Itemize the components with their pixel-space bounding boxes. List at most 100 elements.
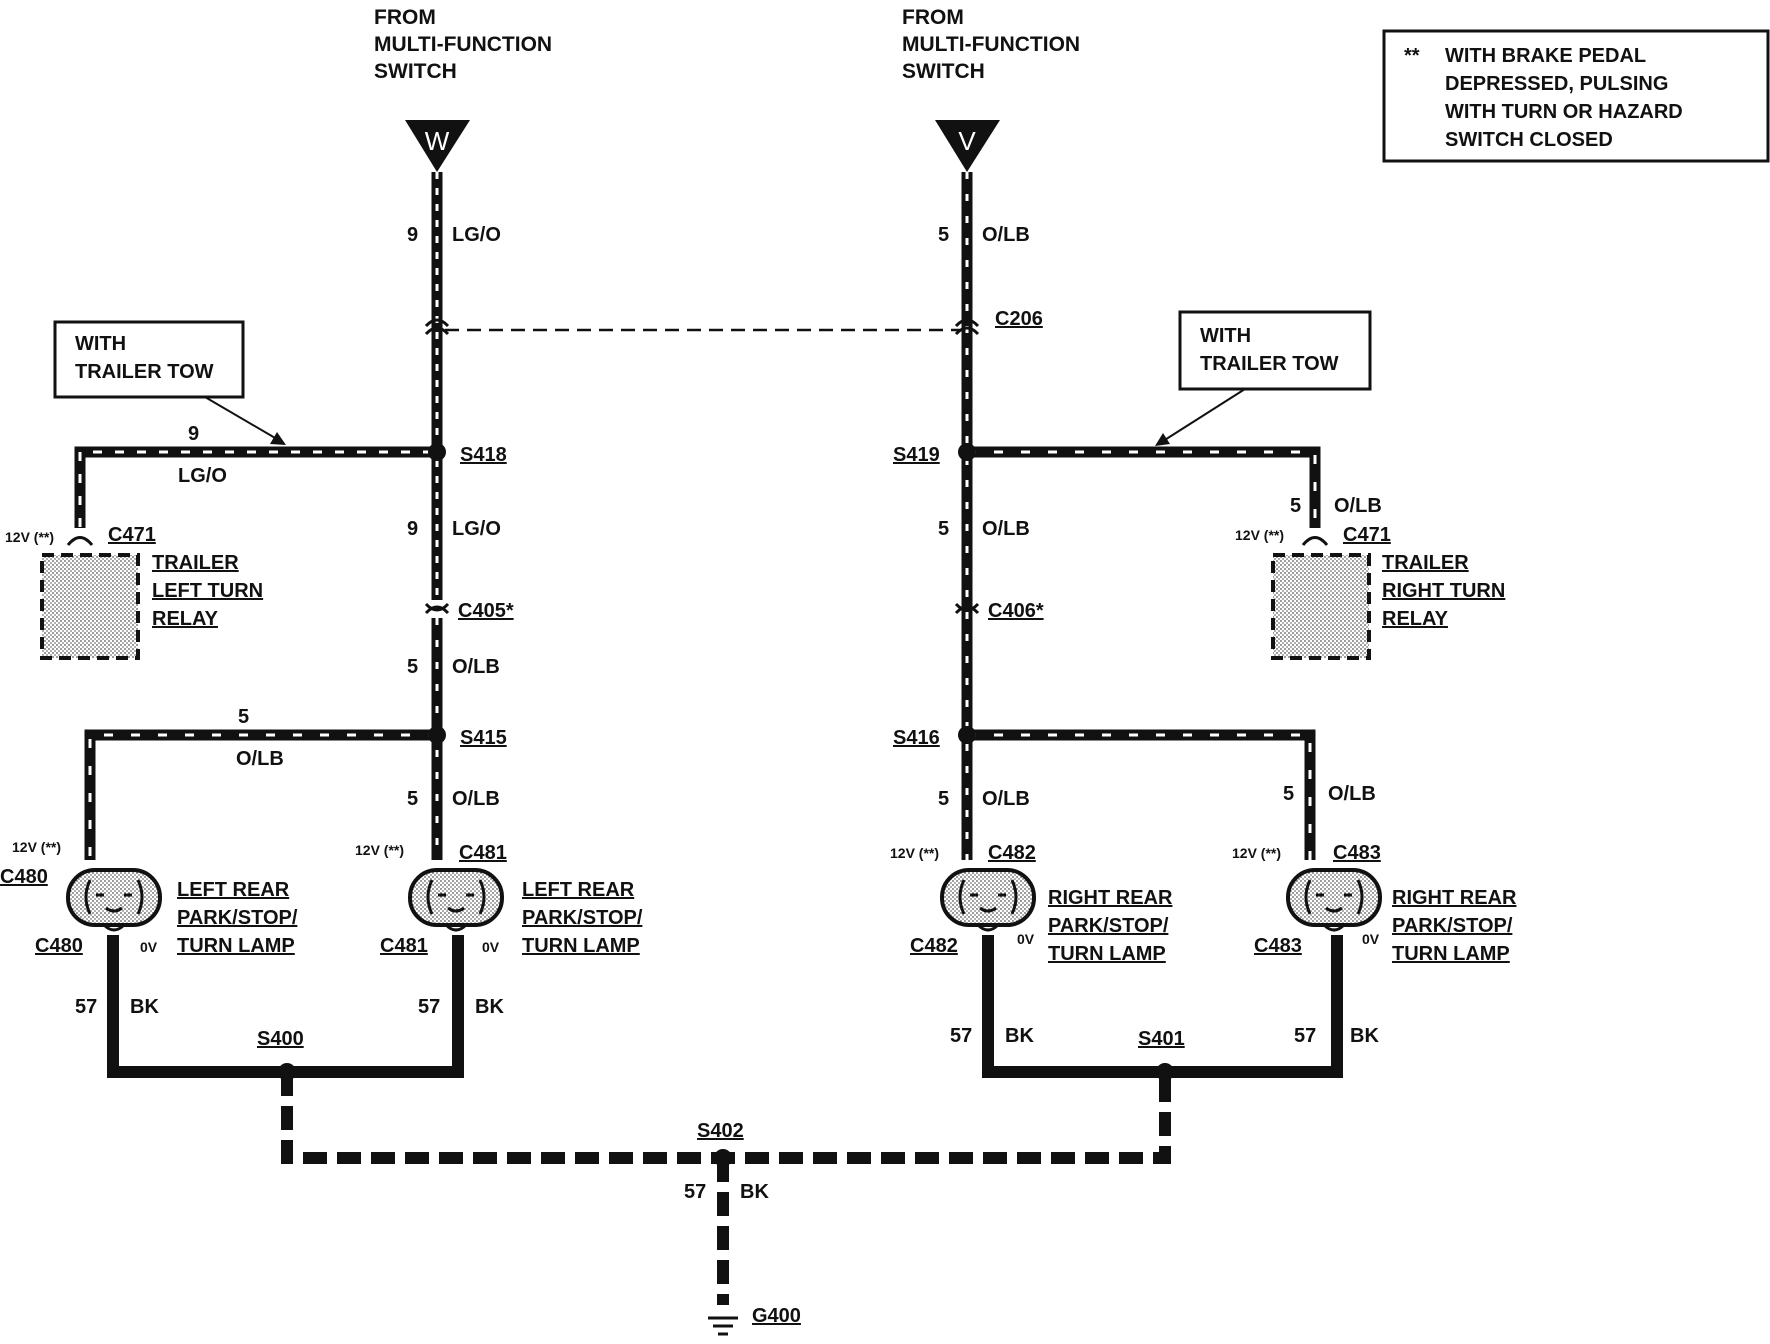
svg-text:RELAY: RELAY [1382, 608, 1449, 630]
svg-text:5: 5 [1283, 783, 1294, 805]
connector-c206-mark [424, 318, 980, 336]
svg-text:C471: C471 [108, 524, 156, 546]
svg-text:TURN LAMP: TURN LAMP [1392, 943, 1510, 965]
splice-dots [278, 443, 1174, 1167]
connector-c406-mark [954, 602, 980, 615]
svg-text:O/LB: O/LB [236, 748, 284, 770]
svg-text:RIGHT REAR: RIGHT REAR [1392, 887, 1517, 909]
svg-text:WITH BRAKE PEDAL: WITH BRAKE PEDAL [1445, 45, 1646, 67]
option-box-left: WITH TRAILER TOW [53, 320, 286, 445]
svg-text:S418: S418 [460, 444, 507, 466]
svg-text:5: 5 [407, 788, 418, 810]
svg-text:S402: S402 [697, 1120, 744, 1142]
svg-text:C481: C481 [380, 935, 428, 957]
svg-text:MULTI-FUNCTION: MULTI-FUNCTION [902, 33, 1080, 56]
svg-text:BK: BK [1005, 1025, 1034, 1047]
svg-text:12V (**): 12V (**) [355, 842, 404, 858]
svg-text:57: 57 [684, 1181, 706, 1203]
ground-label: G400 [752, 1305, 801, 1327]
svg-text:WITH: WITH [75, 333, 126, 355]
svg-text:SWITCH: SWITCH [902, 60, 985, 83]
svg-text:MULTI-FUNCTION: MULTI-FUNCTION [374, 33, 552, 56]
wires [74, 172, 1343, 1305]
svg-text:C481: C481 [459, 842, 507, 864]
svg-text:O/LB: O/LB [982, 788, 1030, 810]
svg-text:C480: C480 [35, 935, 83, 957]
svg-text:57: 57 [950, 1025, 972, 1047]
svg-text:57: 57 [1294, 1025, 1316, 1047]
svg-text:RIGHT REAR: RIGHT REAR [1048, 887, 1173, 909]
svg-text:5: 5 [407, 656, 418, 678]
voltage-labels: 12V (**) 12V (**) 12V (**) 12V (**) 12V … [5, 527, 1380, 955]
svg-text:BK: BK [130, 996, 159, 1018]
svg-text:C405*: C405* [458, 600, 514, 622]
svg-text:9: 9 [188, 423, 199, 445]
svg-text:TURN LAMP: TURN LAMP [177, 935, 295, 957]
svg-text:SWITCH CLOSED: SWITCH CLOSED [1445, 129, 1613, 151]
svg-text:LEFT REAR: LEFT REAR [177, 879, 290, 901]
svg-text:12V (**): 12V (**) [890, 845, 939, 861]
svg-text:O/LB: O/LB [1334, 495, 1382, 517]
svg-text:FROM: FROM [902, 6, 964, 29]
svg-text:BK: BK [1350, 1025, 1379, 1047]
trailer-left-relay: TRAILER LEFT TURN RELAY [40, 552, 263, 660]
svg-text:BK: BK [475, 996, 504, 1018]
svg-text:57: 57 [418, 996, 440, 1018]
svg-text:9: 9 [407, 518, 418, 540]
svg-text:WITH: WITH [1200, 325, 1251, 347]
svg-text:RIGHT TURN: RIGHT TURN [1382, 580, 1505, 602]
splice-s416-dot [958, 726, 976, 744]
svg-text:SWITCH: SWITCH [374, 60, 457, 83]
svg-text:TRAILER: TRAILER [1382, 552, 1469, 574]
splice-s400-dot [278, 1063, 296, 1081]
svg-text:5: 5 [938, 224, 949, 246]
svg-text:57: 57 [75, 996, 97, 1018]
splice-s415-dot [428, 726, 446, 744]
ground-symbol [708, 1316, 738, 1336]
svg-text:5: 5 [938, 518, 949, 540]
splice-s401-dot [1156, 1063, 1174, 1081]
svg-text:C406*: C406* [988, 600, 1044, 622]
splice-labels: S418 S419 S415 S416 S400 S401 S402 [257, 444, 1185, 1142]
svg-text:5: 5 [938, 788, 949, 810]
svg-text:5: 5 [238, 706, 249, 728]
svg-text:C482: C482 [910, 935, 958, 957]
svg-text:LEFT TURN: LEFT TURN [152, 580, 263, 602]
svg-text:LG/O: LG/O [452, 224, 501, 246]
svg-text:V: V [958, 126, 976, 156]
svg-text:TURN LAMP: TURN LAMP [1048, 943, 1166, 965]
svg-text:FROM: FROM [374, 6, 436, 29]
lamp-c482: RIGHT REAR PARK/STOP/ TURN LAMP [940, 868, 1173, 965]
svg-text:RELAY: RELAY [152, 608, 219, 630]
svg-text:C483: C483 [1333, 842, 1381, 864]
lamp-c480: LEFT REAR PARK/STOP/ TURN LAMP [66, 868, 298, 957]
svg-text:LG/O: LG/O [178, 465, 227, 487]
trailer-right-relay: TRAILER RIGHT TURN RELAY [1271, 552, 1505, 660]
splice-s418-dot [428, 443, 446, 461]
svg-text:TRAILER: TRAILER [152, 552, 239, 574]
svg-text:**: ** [1404, 45, 1420, 67]
svg-text:TRAILER TOW: TRAILER TOW [75, 361, 214, 383]
svg-text:O/LB: O/LB [982, 518, 1030, 540]
svg-text:O/LB: O/LB [452, 656, 500, 678]
svg-text:S416: S416 [893, 727, 940, 749]
svg-text:LEFT REAR: LEFT REAR [522, 879, 635, 901]
svg-text:12V (**): 12V (**) [12, 839, 61, 855]
svg-text:LG/O: LG/O [452, 518, 501, 540]
connector-c405-mark [424, 602, 450, 615]
connector-v-triangle: V [935, 120, 1000, 172]
svg-text:O/LB: O/LB [452, 788, 500, 810]
svg-text:12V (**): 12V (**) [1232, 845, 1281, 861]
wire-labels: 9 LG/O 5 O/LB 9 LG/O 5 O/LB 9 LG/O 5 O/L… [75, 224, 1382, 1203]
svg-text:PARK/STOP/: PARK/STOP/ [177, 907, 298, 929]
svg-text:0V: 0V [1362, 931, 1380, 947]
svg-text:S415: S415 [460, 727, 507, 749]
svg-text:PARK/STOP/: PARK/STOP/ [522, 907, 643, 929]
svg-text:C482: C482 [988, 842, 1036, 864]
svg-text:TRAILER TOW: TRAILER TOW [1200, 353, 1339, 375]
lamp-c481: LEFT REAR PARK/STOP/ TURN LAMP [408, 868, 643, 957]
svg-text:WITH TURN OR HAZARD: WITH TURN OR HAZARD [1445, 101, 1683, 123]
svg-text:PARK/STOP/: PARK/STOP/ [1048, 915, 1169, 937]
option-box-right: WITH TRAILER TOW [1155, 310, 1372, 446]
connector-c471-marks [66, 536, 1329, 546]
